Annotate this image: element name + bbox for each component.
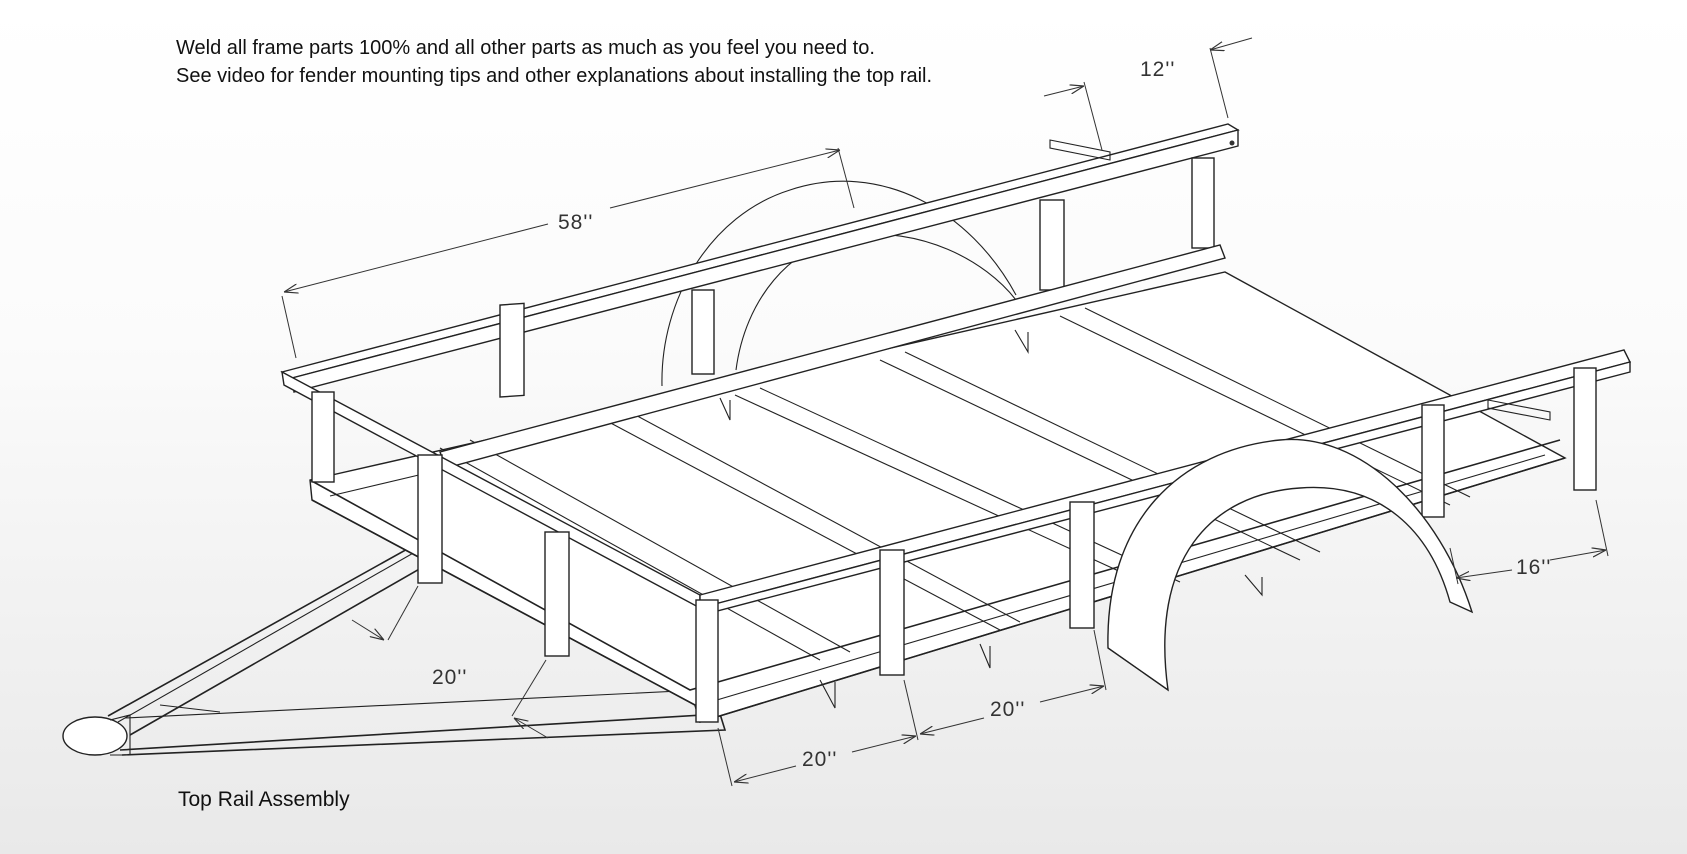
dimension-16: 16'' [1449,499,1609,585]
dimension-58-label: 58'' [558,211,593,234]
tongue [62,527,727,756]
dimension-12-label: 12'' [1140,58,1175,81]
figure-caption: Top Rail Assembly [178,788,350,811]
instruction-notes: Weld all frame parts 100% and all other … [176,34,932,90]
hitch-coupler [62,716,128,756]
dimension-20-mid: 20'' [920,629,1107,734]
note-line-2: See video for fender mounting tips and o… [176,65,933,87]
dimension-58: 58'' [281,147,855,359]
front-top-rail [281,349,1632,723]
dimension-20-tongue: 20'' [351,585,549,739]
dimension-20-tongue-label: 20'' [432,666,467,689]
dimension-20-mid-label: 20'' [990,698,1025,721]
dimension-16-label: 16'' [1516,556,1551,579]
dimension-20-front: 20'' [717,679,919,787]
dimension-20-front-label: 20'' [802,748,837,771]
back-top-rail [280,123,1240,497]
dimension-12: 12'' [1043,37,1253,151]
note-line-1: Weld all frame parts 100% and all other … [176,37,875,59]
front-right-fender [1107,438,1474,692]
